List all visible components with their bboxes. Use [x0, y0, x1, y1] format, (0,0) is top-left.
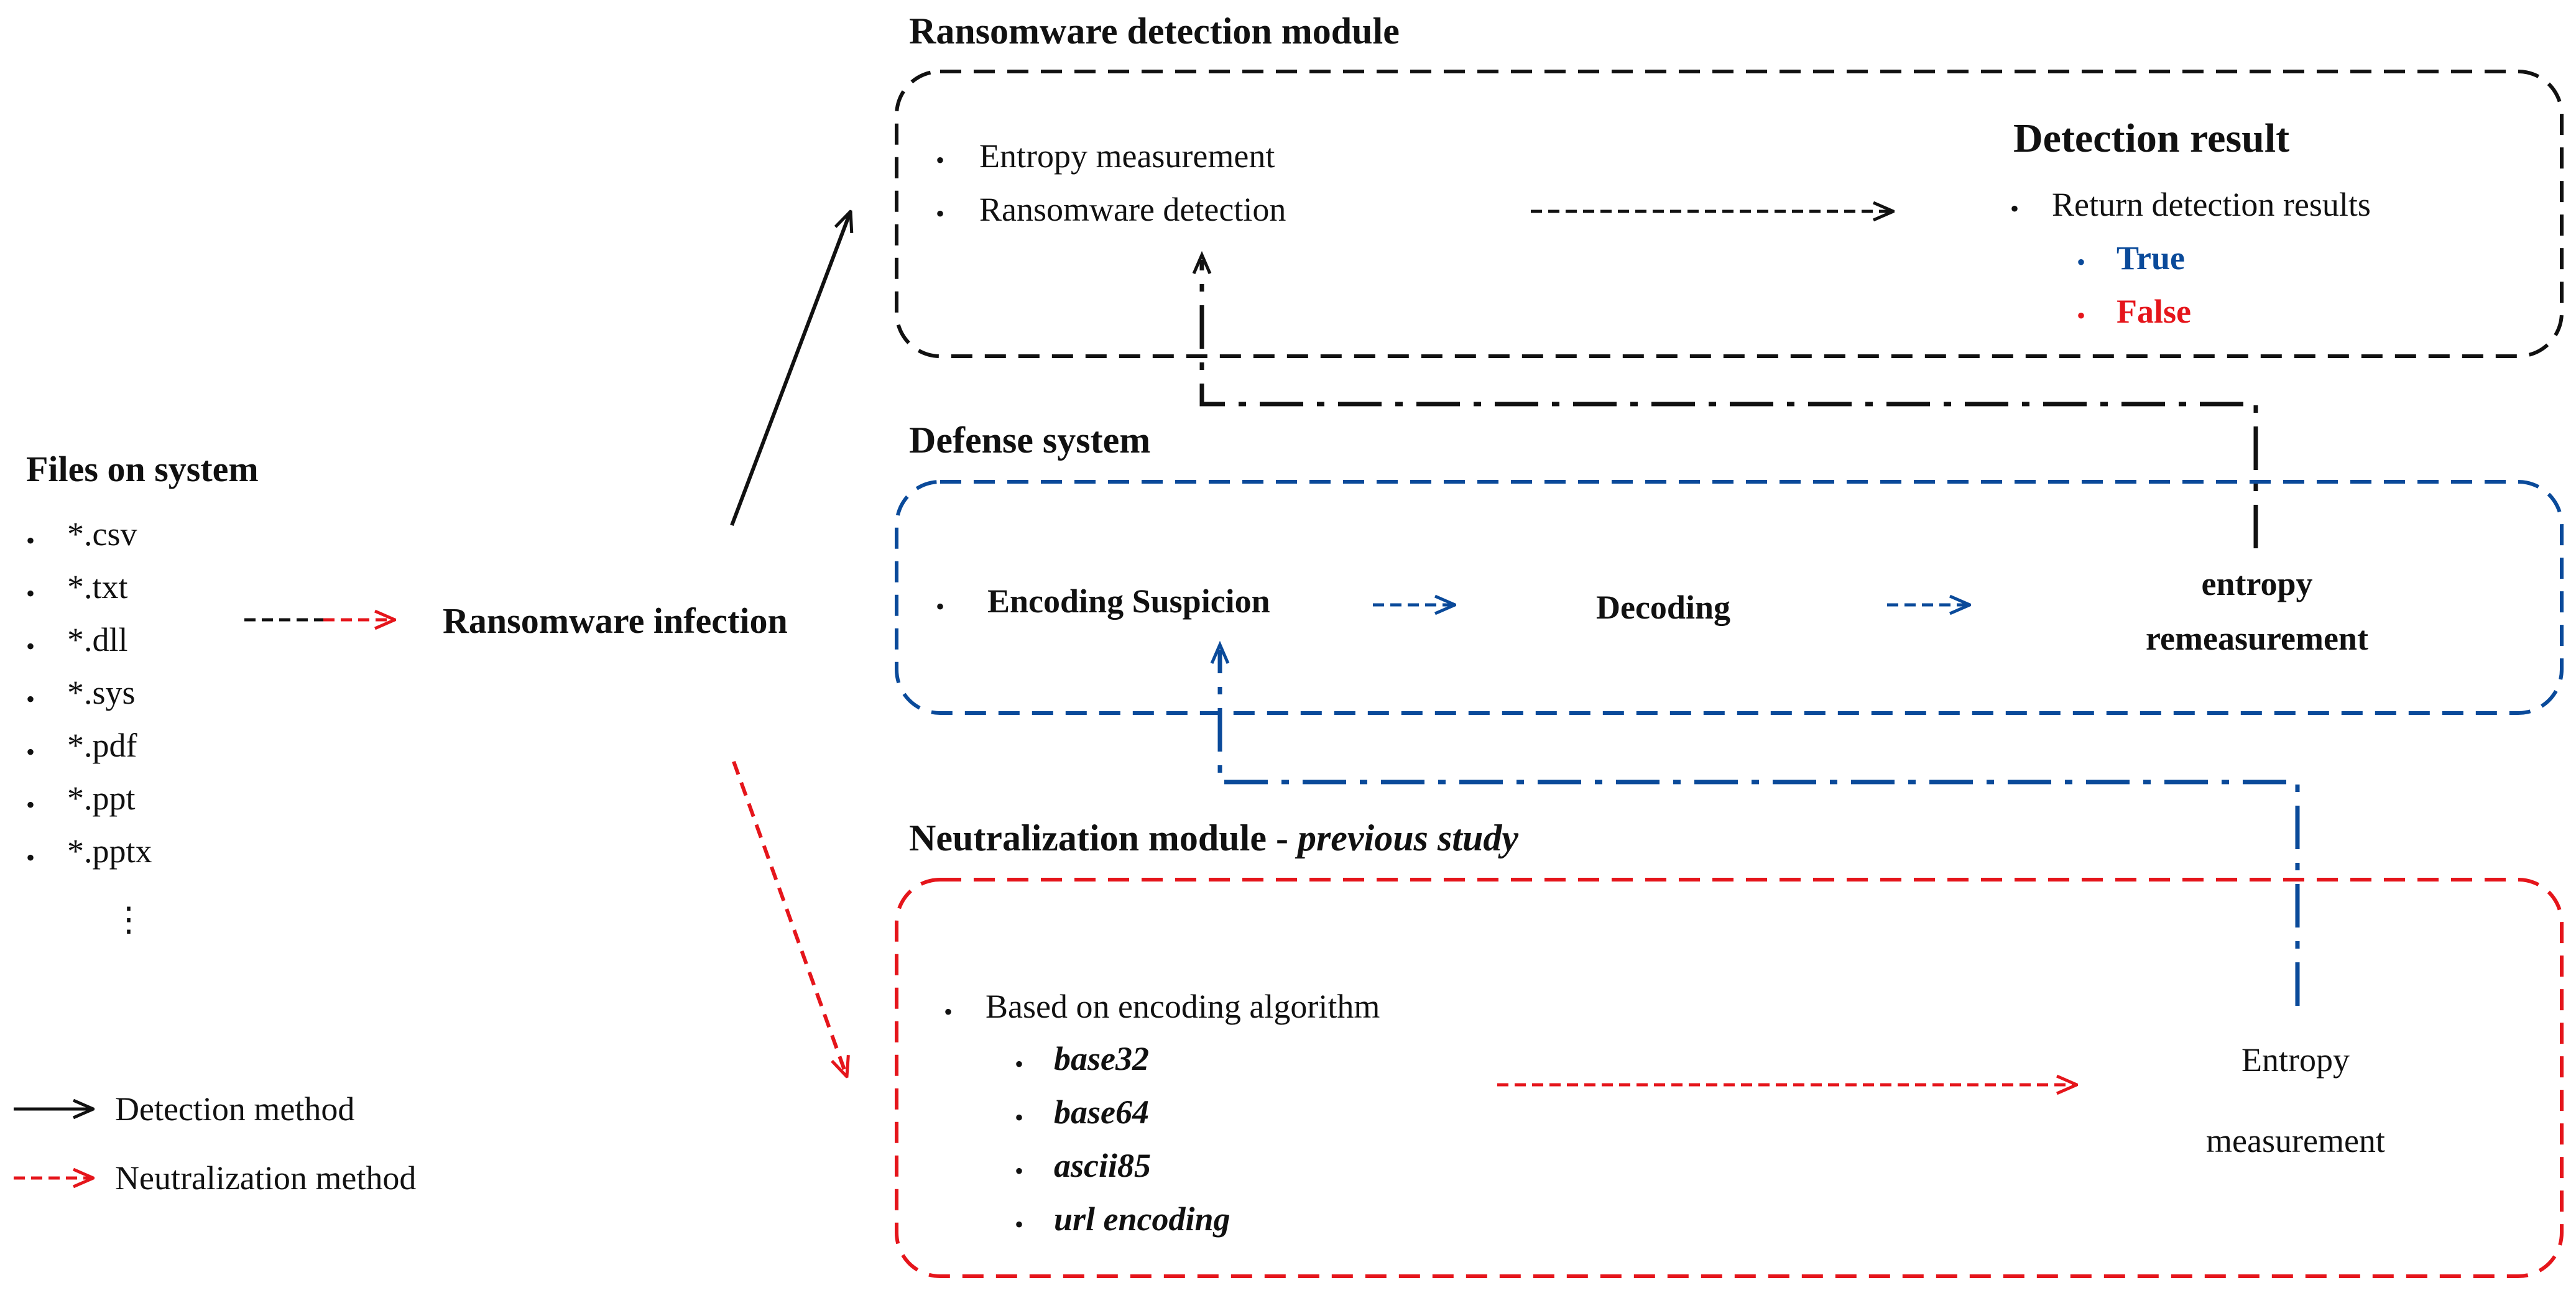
legend-detection-label: Detection method — [115, 1090, 355, 1128]
entropy-remeasurement-line2: remeasurement — [2146, 620, 2368, 657]
entropy-feedback-connector — [1217, 650, 2300, 1006]
neutralization-module-box — [895, 878, 2564, 1278]
bullet: • — [2077, 248, 2086, 276]
file-item: *.pdf — [67, 727, 137, 764]
result-false-label: False — [2117, 293, 2191, 330]
file-item: *.csv — [67, 515, 137, 553]
algorithm-url-encoding: url encoding — [1054, 1200, 1230, 1238]
bullet: • — [936, 592, 945, 620]
entropy-remeasurement-line1: entropy — [2201, 565, 2313, 602]
bullet: • — [936, 146, 945, 174]
defense-system-title: Defense system — [909, 420, 1151, 461]
entropy-measurement-line2: measurement — [2206, 1122, 2385, 1159]
return-detection-results-item: Return detection results — [2052, 186, 2371, 223]
neutralization-method-arrow — [732, 760, 847, 1077]
bullet: • — [26, 579, 35, 607]
encoding-suspicion-step: Encoding Suspicion — [987, 582, 1270, 620]
bullet: • — [1015, 1210, 1024, 1238]
bullet: • — [26, 632, 35, 660]
legend-neutralization-label: Neutralization method — [115, 1159, 417, 1197]
file-item: *.pptx — [67, 832, 152, 870]
decoding-step: Decoding — [1596, 589, 1730, 626]
file-item: *.sys — [67, 674, 136, 711]
bullet: • — [26, 738, 35, 766]
bullet: • — [944, 998, 953, 1026]
bullet: • — [2077, 301, 2086, 329]
algorithm-base32: base32 — [1054, 1040, 1149, 1077]
bullet: • — [26, 685, 35, 713]
ransomware-infection-label: Ransomware infection — [443, 601, 788, 641]
neutralization-module-title: Neutralization module - previous study — [909, 819, 1518, 857]
detection-module-box — [895, 70, 2564, 358]
file-item: *.ppt — [67, 780, 136, 817]
remeasurement-feedback-arrowhead — [1192, 251, 1212, 274]
bullet: • — [1015, 1157, 1024, 1185]
entropy-measurement-line1: Entropy — [2241, 1041, 2350, 1079]
bullet: • — [26, 791, 35, 819]
ransomware-detection-item: Ransomware detection — [979, 191, 1286, 228]
neutralization-title-italic: previous study — [1297, 817, 1518, 858]
detection-method-arrow — [730, 211, 851, 527]
files-title: Files on system — [26, 449, 259, 489]
entropy-feedback-arrowhead — [1210, 640, 1230, 664]
bullet: • — [1015, 1103, 1024, 1131]
neutralization-title-main: Neutralization module - — [909, 817, 1288, 858]
bullet: • — [1015, 1050, 1024, 1078]
defense-system-box — [895, 480, 2564, 715]
bullet: • — [26, 844, 35, 872]
more-files-ellipsis: ⋮ — [112, 901, 145, 938]
file-item: *.dll — [67, 621, 128, 658]
remeasurement-feedback-connector — [1199, 260, 2258, 548]
entropy-measurement-item: Entropy measurement — [979, 137, 1275, 175]
algorithm-ascii85: ascii85 — [1054, 1147, 1151, 1184]
result-true-label: True — [2117, 239, 2185, 277]
bullet: • — [26, 527, 35, 555]
detection-result-title: Detection result — [2013, 116, 2290, 161]
bullet: • — [2010, 195, 2020, 223]
file-item: *.txt — [67, 568, 128, 605]
bullet: • — [936, 200, 945, 228]
algorithm-base64: base64 — [1054, 1093, 1149, 1131]
based-on-encoding-item: Based on encoding algorithm — [986, 988, 1380, 1025]
detection-module-title: Ransomware detection module — [909, 11, 1400, 52]
